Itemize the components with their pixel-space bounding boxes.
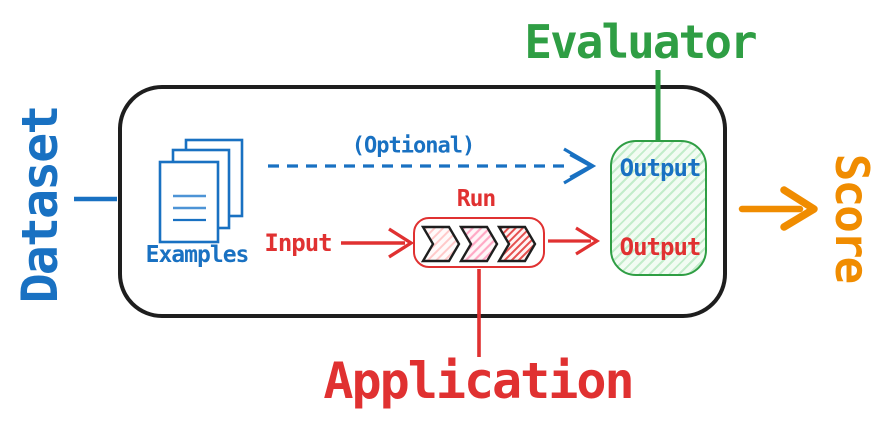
chevron-step-1 — [420, 225, 461, 263]
application-title: Application — [323, 352, 634, 410]
optional-label: (Optional) — [351, 133, 475, 159]
run-chevrons-icon — [420, 225, 537, 263]
evaluator-output-box — [610, 140, 707, 276]
input-label: Input — [264, 229, 332, 257]
score-title: Score — [825, 153, 879, 283]
input-arrowhead-icon — [388, 227, 415, 259]
run-pipeline-box — [413, 217, 545, 268]
run-label: Run — [456, 186, 497, 212]
optional-arrowhead-icon — [563, 147, 597, 185]
dataset-title: Dataset — [11, 106, 69, 304]
chevron-step-3 — [496, 225, 537, 263]
score-arrowhead-icon — [780, 186, 818, 231]
evaluator-title: Evaluator — [524, 15, 757, 69]
chevron-step-2 — [458, 225, 499, 263]
experiment-container-box — [118, 85, 727, 318]
run-output-arrowhead-icon — [575, 226, 601, 256]
evaluator-output-label: Output — [619, 154, 702, 182]
optional-arrowhead-inner-icon — [569, 153, 593, 179]
examples-pages-icon — [158, 138, 244, 244]
application-output-label: Output — [619, 233, 702, 261]
page-front — [158, 160, 220, 244]
examples-label: Examples — [145, 242, 250, 268]
